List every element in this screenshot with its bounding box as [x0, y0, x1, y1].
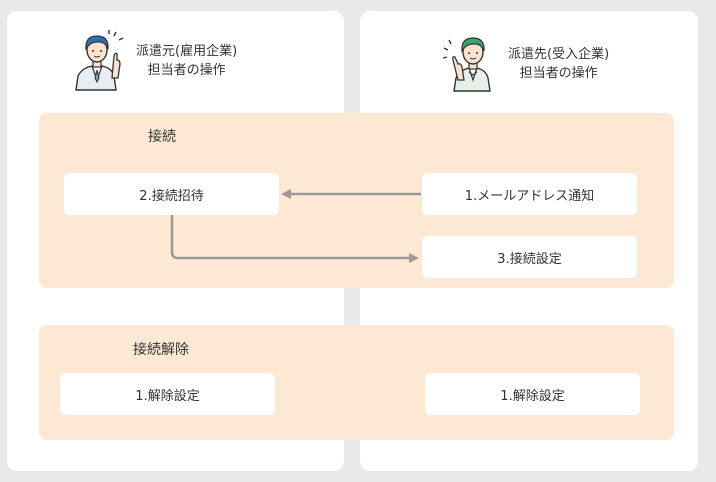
disconnect-section-title: 接続解除 — [133, 342, 189, 358]
client-role-line1: 派遣先(受入企業) — [508, 47, 610, 62]
step-dispatcher-release-setting: 1.解除設定 — [60, 373, 275, 415]
person-raising-hand-icon — [442, 37, 491, 92]
dispatcher-role-line2: 担当者の操作 — [147, 63, 226, 78]
arrow-invite-to-setting — [170, 215, 419, 263]
dispatcher-role-header: 派遣元(雇用企業) 担当者の操作 — [68, 30, 237, 92]
dispatcher-role-line1: 派遣元(雇用企業) — [136, 44, 238, 59]
client-role-header: 派遣先(受入企業) 担当者の操作 — [442, 36, 609, 92]
step-connect-invite: 2.接続招待 — [64, 173, 279, 215]
step-client-release-setting: 1.解除設定 — [425, 373, 640, 415]
connect-section-title: 接続 — [148, 129, 176, 145]
person-raising-hand-icon — [75, 30, 124, 91]
client-role-label: 派遣先(受入企業) 担当者の操作 — [508, 45, 609, 83]
client-role-line2: 担当者の操作 — [519, 66, 598, 81]
step-mail-address-notice: 1.メールアドレス通知 — [422, 173, 637, 215]
step-connect-setting: 3.接続設定 — [422, 236, 637, 278]
dispatcher-role-label: 派遣元(雇用企業) 担当者の操作 — [136, 42, 237, 80]
